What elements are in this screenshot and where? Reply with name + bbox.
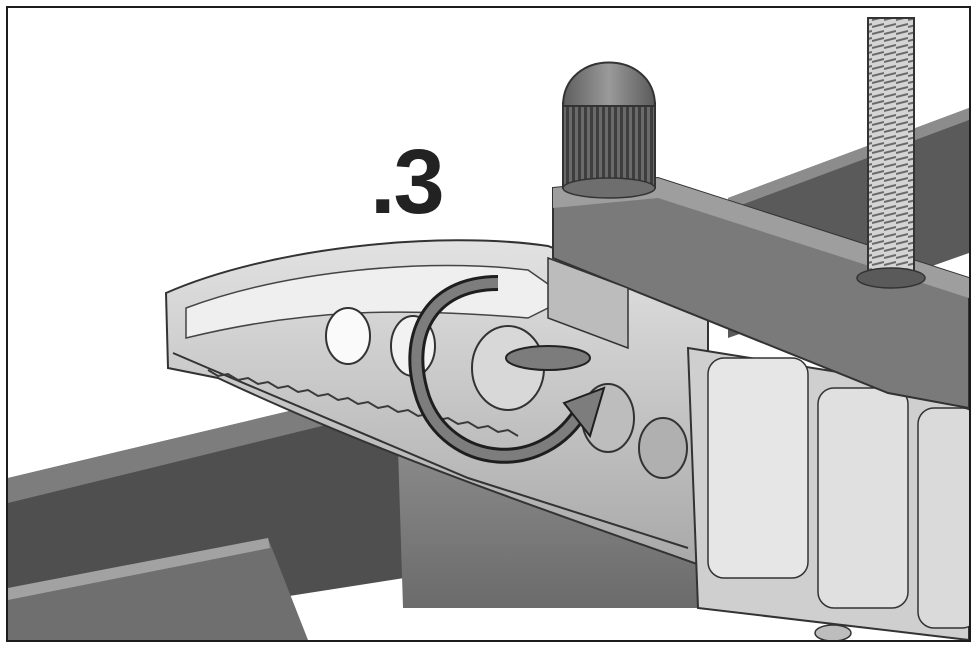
- bottom-bolt: [814, 624, 852, 640]
- rotate-clockwise-arrow-icon: [408, 275, 606, 464]
- knurled-cap: [561, 61, 657, 199]
- pivot-washer: [505, 345, 591, 371]
- assembly-illustration: [8, 17, 969, 640]
- top-housing: [547, 176, 969, 410]
- channel-profile: [686, 346, 969, 640]
- illustration-frame: .3: [6, 6, 971, 642]
- step-number-label: .3: [370, 131, 445, 233]
- threaded-rod: [856, 17, 926, 289]
